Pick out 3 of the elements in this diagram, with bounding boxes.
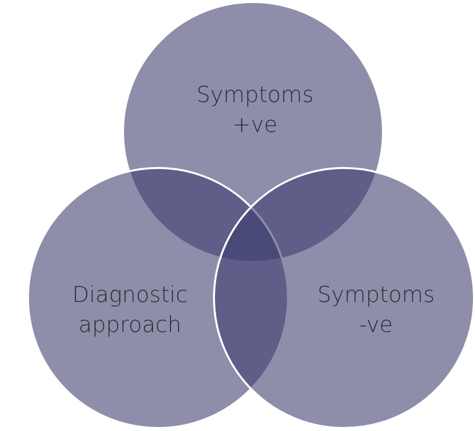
circle-label: Symptoms -ve (316, 282, 436, 340)
circle-label: Symptoms +ve (195, 82, 315, 140)
circle-label: Diagnostic approach (71, 282, 189, 340)
